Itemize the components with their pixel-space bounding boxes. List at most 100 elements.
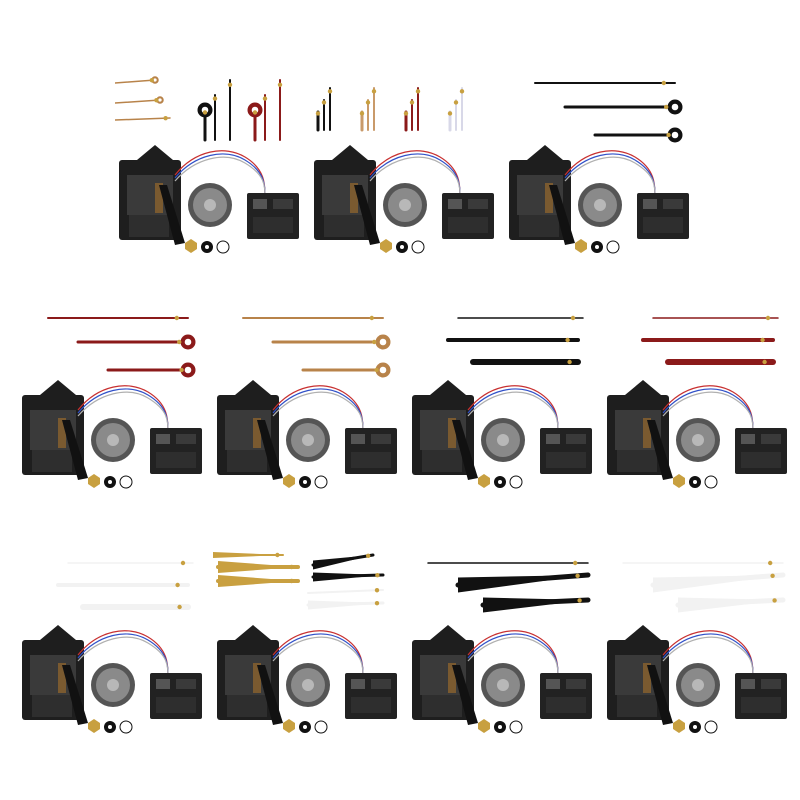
wire-bundle bbox=[272, 630, 364, 680]
clock-hand bbox=[311, 572, 385, 582]
hand-hub bbox=[227, 82, 233, 87]
hand-hub bbox=[664, 104, 669, 110]
washer bbox=[314, 720, 328, 734]
pendulum-arm bbox=[62, 420, 88, 480]
controller-panel bbox=[253, 217, 293, 233]
clock-movement bbox=[217, 380, 283, 480]
pendulum-arm bbox=[452, 420, 478, 480]
hand-spade bbox=[458, 575, 588, 593]
chime-controller bbox=[540, 428, 592, 474]
clock-kit bbox=[314, 145, 494, 254]
hand-hub bbox=[275, 552, 280, 558]
wire bbox=[272, 636, 364, 680]
clock-hand bbox=[593, 127, 683, 143]
kit-illustration bbox=[115, 76, 299, 254]
clock-hand bbox=[415, 87, 421, 131]
hand-hub bbox=[573, 560, 578, 566]
hand-hub bbox=[289, 564, 294, 570]
clock-kit bbox=[412, 625, 592, 734]
hand-hub bbox=[447, 111, 453, 116]
hand-ornament bbox=[184, 338, 192, 346]
hand-hub bbox=[666, 132, 671, 138]
washer bbox=[704, 475, 718, 489]
washer-hole bbox=[303, 725, 307, 729]
movement-battery-slot bbox=[253, 663, 261, 693]
controller-switch bbox=[566, 434, 586, 444]
washer-hole bbox=[108, 480, 112, 484]
movement-hanger bbox=[527, 145, 563, 160]
chime-controller bbox=[442, 193, 494, 239]
controller-switch bbox=[741, 434, 755, 444]
movement-lower bbox=[32, 450, 72, 472]
movement-battery-slot bbox=[350, 183, 358, 213]
hand-hub bbox=[375, 572, 380, 578]
clock-hand bbox=[622, 560, 784, 566]
speaker bbox=[188, 183, 232, 227]
hand-spade bbox=[313, 572, 383, 582]
controller-panel bbox=[546, 697, 586, 713]
movement-hanger bbox=[332, 145, 368, 160]
speaker-center bbox=[399, 199, 411, 211]
hand-hub bbox=[179, 367, 184, 373]
clock-hand bbox=[446, 337, 580, 343]
speaker bbox=[481, 663, 525, 707]
washer-hole bbox=[693, 480, 697, 484]
movement-lower bbox=[324, 215, 364, 237]
washer-hole bbox=[108, 725, 112, 729]
clock-hand bbox=[470, 359, 581, 365]
hand-hub bbox=[262, 96, 268, 101]
hand-hub bbox=[202, 110, 208, 115]
clock-hand bbox=[212, 94, 218, 141]
clock-hands bbox=[315, 87, 465, 132]
washer-hole bbox=[303, 480, 307, 484]
clock-hands bbox=[213, 552, 385, 610]
hand-hub bbox=[762, 359, 767, 365]
clock-hand bbox=[216, 575, 300, 587]
chime-controller bbox=[345, 673, 397, 719]
clock-movement bbox=[607, 380, 673, 480]
hand-hub bbox=[163, 115, 168, 121]
hand-spade bbox=[218, 575, 298, 587]
hex-nut bbox=[673, 719, 685, 733]
clock-hand bbox=[76, 334, 196, 350]
pendulum-arm bbox=[62, 665, 88, 725]
clock-hand bbox=[271, 334, 391, 350]
clock-movement bbox=[22, 625, 88, 725]
clock-hand bbox=[359, 110, 365, 132]
hand-hub bbox=[768, 560, 773, 566]
hand-spade bbox=[678, 597, 783, 613]
washer-hole bbox=[498, 480, 502, 484]
kit-cell bbox=[115, 65, 310, 265]
clock-movement bbox=[22, 380, 88, 480]
clock-hand bbox=[480, 597, 591, 613]
controller-switch bbox=[546, 434, 560, 444]
controller-switch bbox=[156, 679, 170, 689]
controller-panel bbox=[448, 217, 488, 233]
kit-illustration bbox=[22, 315, 202, 489]
hand-ornament bbox=[184, 366, 192, 374]
washer-hole bbox=[400, 245, 404, 249]
clock-movement bbox=[314, 145, 380, 245]
clock-hand bbox=[641, 337, 775, 343]
clock-hands bbox=[56, 560, 194, 610]
kit-illustration bbox=[314, 87, 494, 254]
kit-cell bbox=[505, 65, 700, 265]
clock-hand bbox=[47, 315, 189, 321]
clock-kit bbox=[509, 145, 689, 254]
hand-hub bbox=[403, 111, 409, 116]
wire-bundle bbox=[467, 385, 559, 435]
speaker bbox=[676, 418, 720, 462]
washer bbox=[606, 240, 620, 254]
hand-hub bbox=[371, 89, 377, 94]
chime-controller bbox=[735, 673, 787, 719]
hand-hub bbox=[459, 89, 465, 94]
hand-ornament bbox=[158, 98, 162, 102]
hand-hub bbox=[212, 96, 218, 101]
clock-hand bbox=[321, 99, 327, 131]
wire bbox=[174, 156, 266, 200]
clock-hand bbox=[652, 315, 779, 321]
hand-spade bbox=[653, 575, 783, 593]
hand-spade bbox=[213, 552, 283, 558]
kit-cell bbox=[603, 300, 798, 500]
pendulum-arm bbox=[257, 665, 283, 725]
